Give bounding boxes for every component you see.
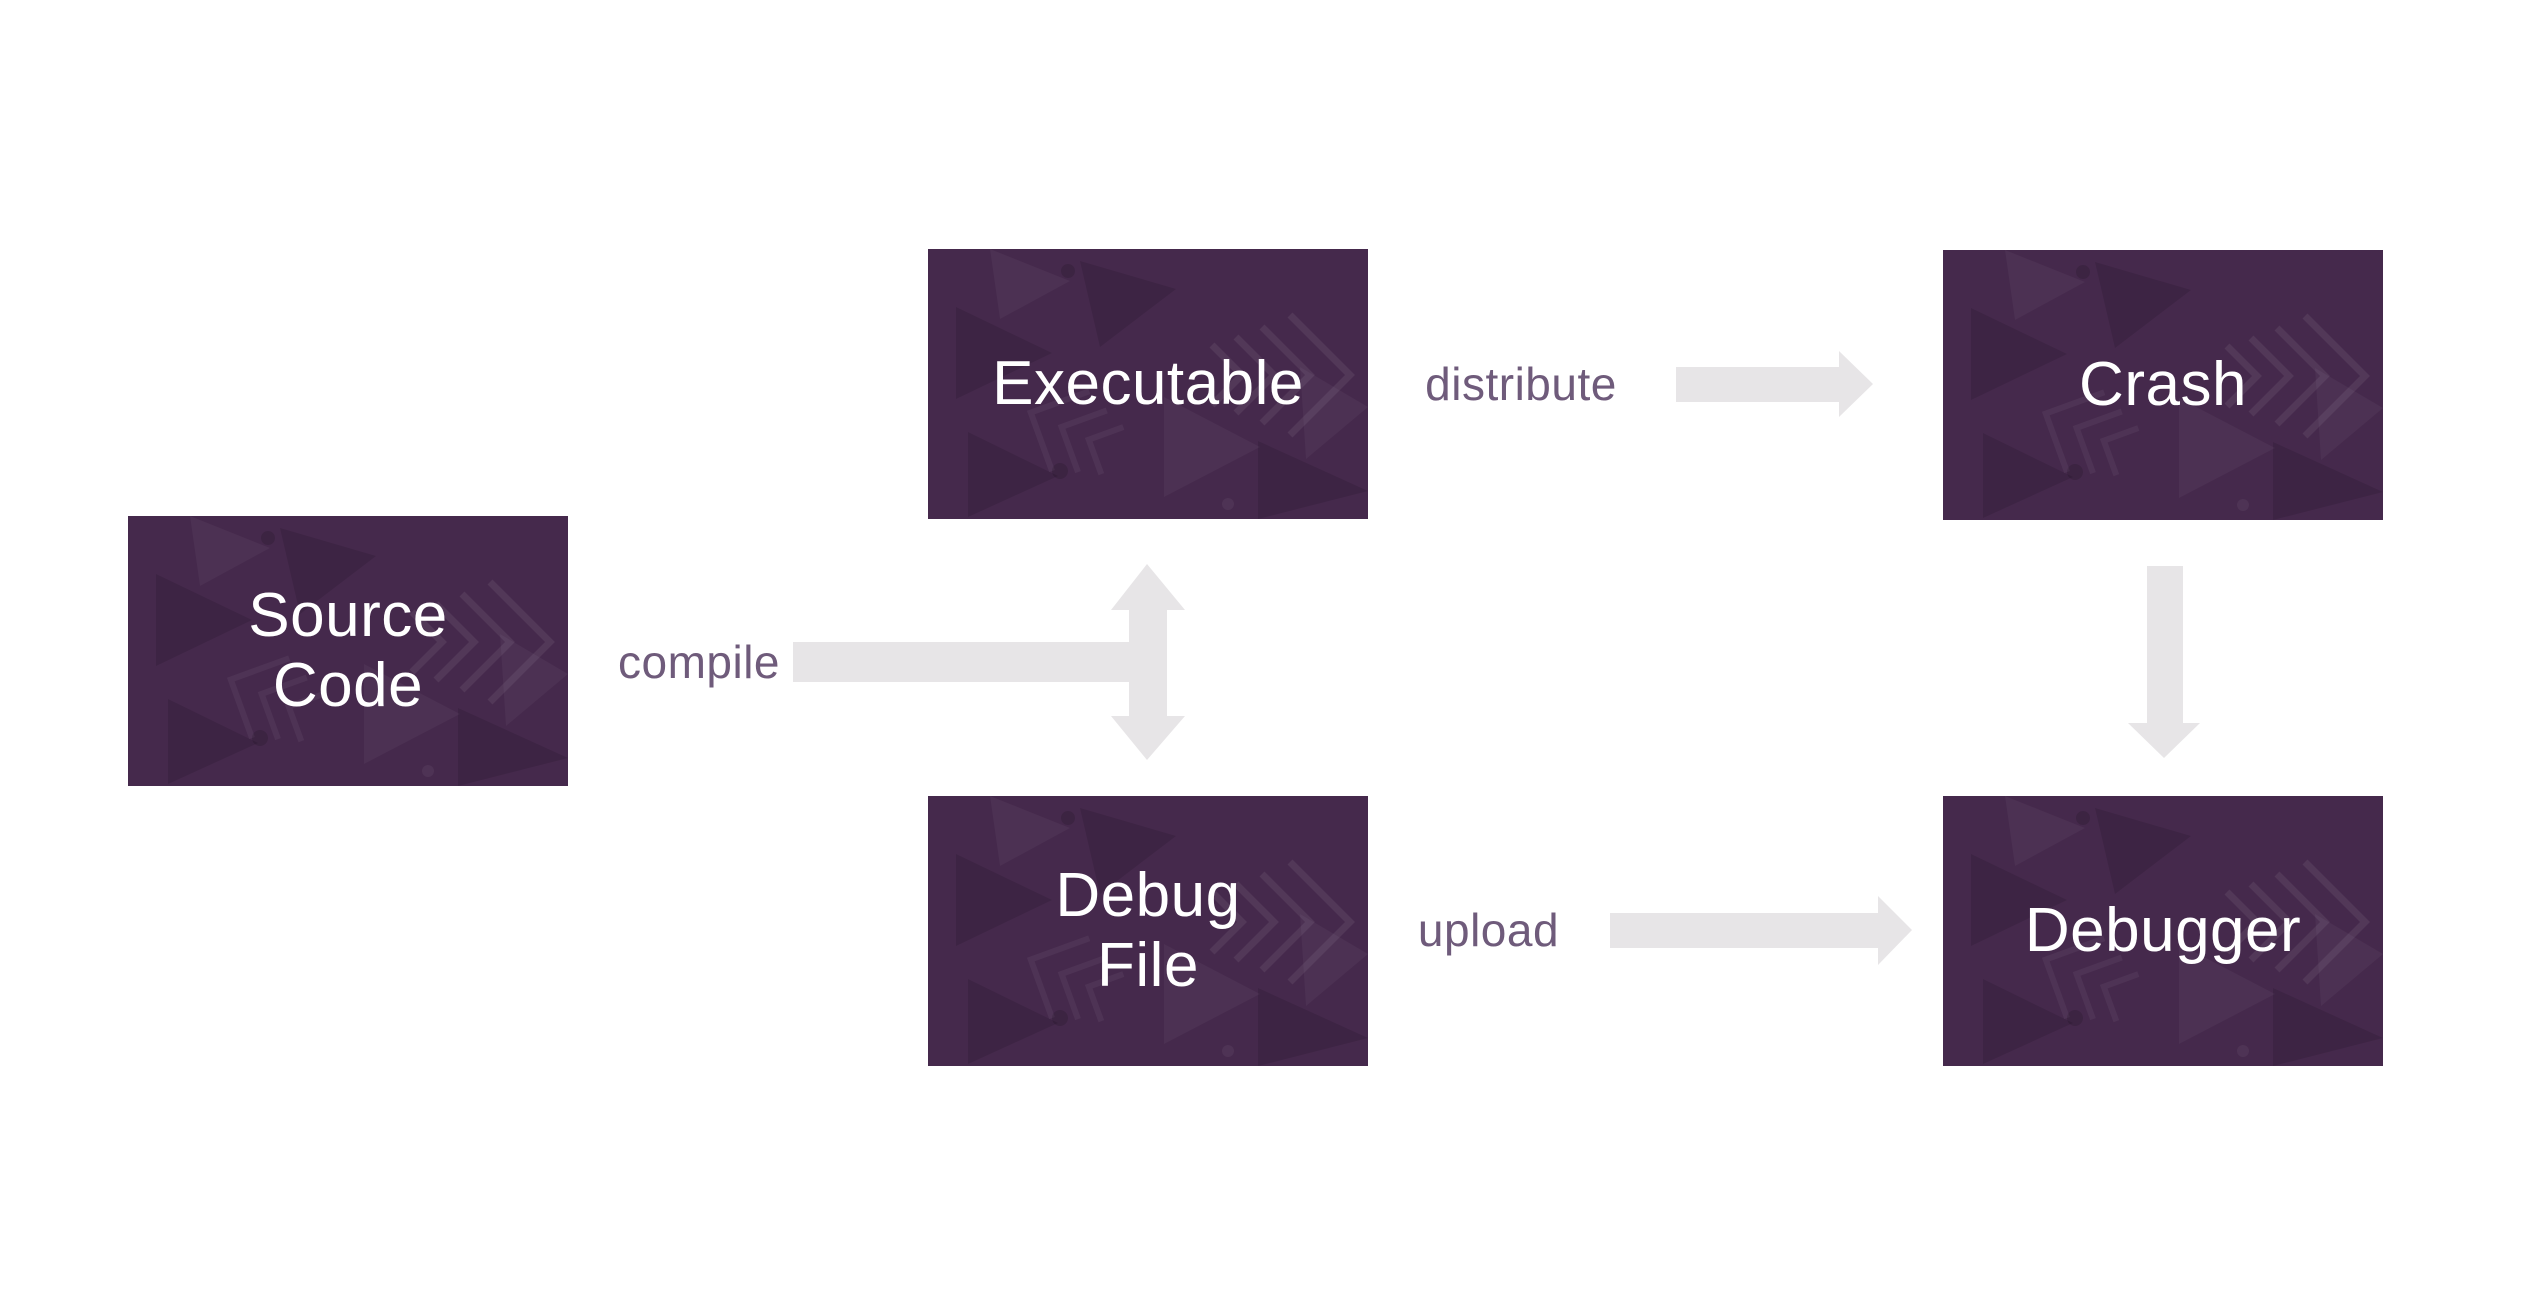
node-debug-file-label: Debug File <box>1055 860 1241 1000</box>
compile-arrow-icon <box>793 564 1185 760</box>
node-source-code-label: Source Code <box>248 580 448 720</box>
node-debugger: Debugger <box>1943 796 2383 1066</box>
node-executable-label: Executable <box>992 348 1304 418</box>
node-debug-file: Debug File <box>928 796 1368 1066</box>
edge-label-upload: upload <box>1417 904 1560 956</box>
upload-arrow-icon <box>1610 896 1912 965</box>
node-crash-label: Crash <box>2079 349 2247 419</box>
crash-to-debugger-arrow-icon <box>2128 566 2200 758</box>
node-source-code: Source Code <box>128 516 568 786</box>
node-executable: Executable <box>928 249 1368 519</box>
edge-label-compile: compile <box>617 636 780 688</box>
edge-label-distribute: distribute <box>1425 358 1617 410</box>
distribute-arrow-icon <box>1676 351 1873 417</box>
node-crash: Crash <box>1943 250 2383 520</box>
node-debugger-label: Debugger <box>2024 895 2302 965</box>
